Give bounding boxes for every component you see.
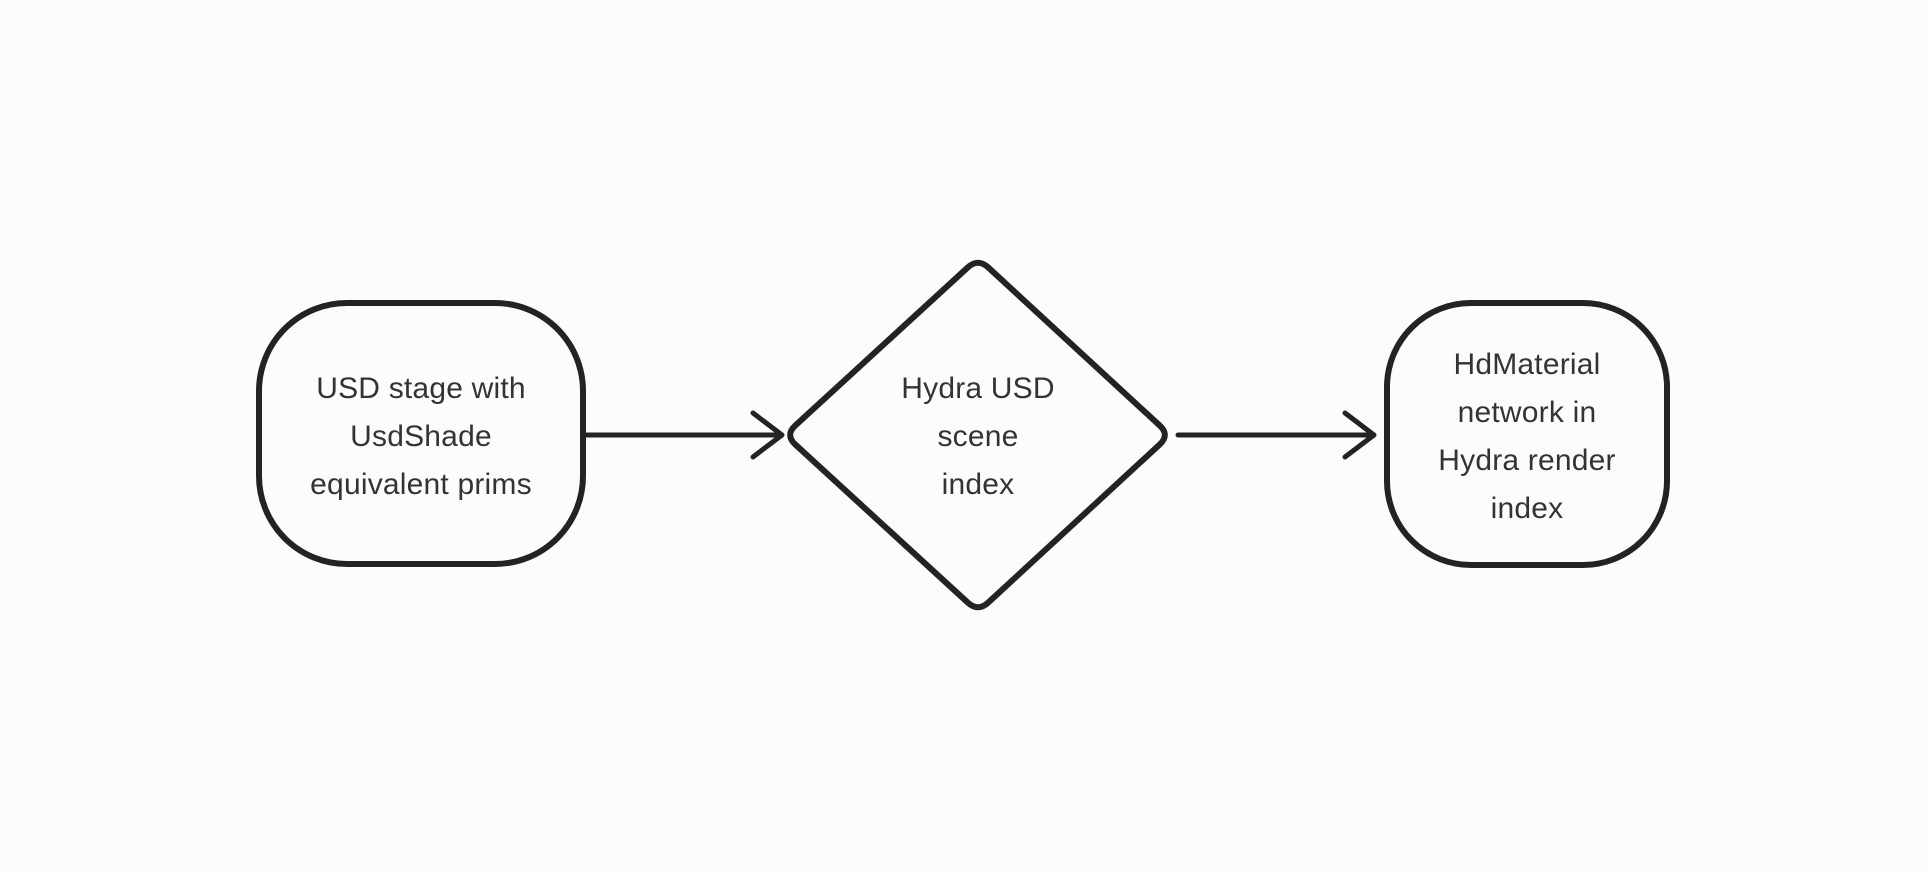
hydra-scene-index-node-shape <box>787 259 1168 611</box>
usd-stage-node-label: USD stage with UsdShade equivalent prims <box>271 365 571 509</box>
label-line: index <box>1490 492 1564 525</box>
label-line: UsdShade <box>350 420 492 453</box>
edge-arrow-2 <box>1175 410 1377 460</box>
label-line: HdMaterial <box>1453 348 1601 381</box>
hydra-scene-index-node-label: Hydra USD scene index <box>828 365 1128 509</box>
label-line: Hydra USD <box>901 372 1055 405</box>
label-line: Hydra render <box>1438 444 1616 477</box>
arrowhead-right-icon <box>1342 410 1377 460</box>
hd-material-node-shape <box>1384 300 1670 568</box>
hd-material-node-label: HdMaterial network in Hydra render index <box>1377 341 1677 533</box>
edge-arrow-1 <box>584 410 785 460</box>
label-line: USD stage with <box>316 372 526 405</box>
label-line: network in <box>1457 396 1597 429</box>
arrowhead-right-icon <box>750 410 785 460</box>
usd-stage-node-shape <box>256 300 586 567</box>
label-line: index <box>941 468 1015 501</box>
label-line: equivalent prims <box>310 468 532 501</box>
label-line: scene <box>937 420 1019 453</box>
